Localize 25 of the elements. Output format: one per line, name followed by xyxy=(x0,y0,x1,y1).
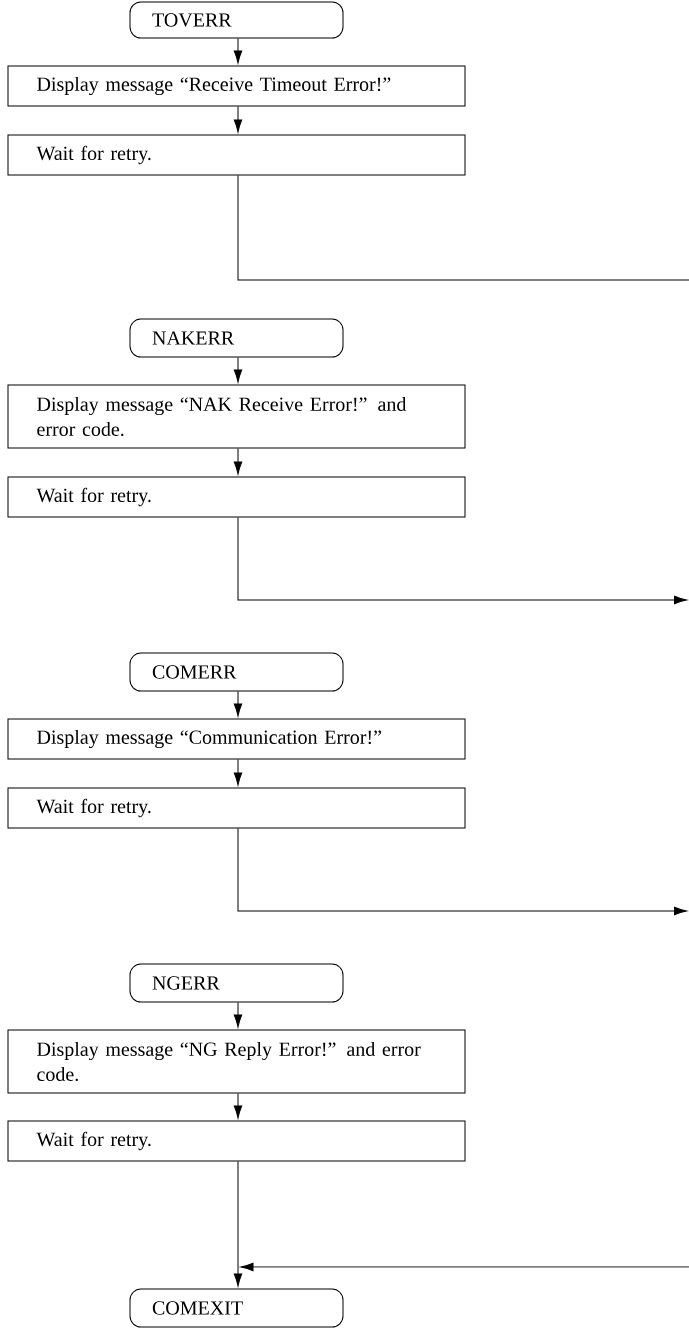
arrow xyxy=(233,1093,243,1119)
arrow xyxy=(233,1161,243,1287)
terminal-box: COMERR xyxy=(129,652,344,692)
arrow xyxy=(237,517,687,605)
arrow xyxy=(237,828,687,916)
arrow xyxy=(233,691,243,717)
process-box: Display message “Communication Error!” xyxy=(7,718,466,760)
terminal-box: TOVERR xyxy=(129,1,344,39)
terminal-box: NAKERR xyxy=(129,318,344,358)
process-box: Wait for retry. xyxy=(7,787,466,829)
process-box: Wait for retry. xyxy=(7,1120,466,1162)
arrow xyxy=(233,448,243,475)
arrow xyxy=(233,106,243,133)
process-box: Display message “NAK Receive Error!” and error code. xyxy=(7,384,466,449)
arrow xyxy=(233,357,243,383)
process-box: Display message “Receive Timeout Error!” xyxy=(7,65,466,107)
terminal-box: COMEXIT xyxy=(129,1288,344,1328)
process-box: Wait for retry. xyxy=(7,476,466,518)
process-box: Wait for retry. xyxy=(7,134,466,176)
arrow xyxy=(233,1002,243,1028)
terminal-box: NGERR xyxy=(129,963,344,1003)
arrow xyxy=(233,759,243,786)
arrow xyxy=(233,38,243,64)
process-box: Display message “NG Reply Error!” and error code. xyxy=(7,1029,466,1094)
arrow xyxy=(240,1262,689,1272)
